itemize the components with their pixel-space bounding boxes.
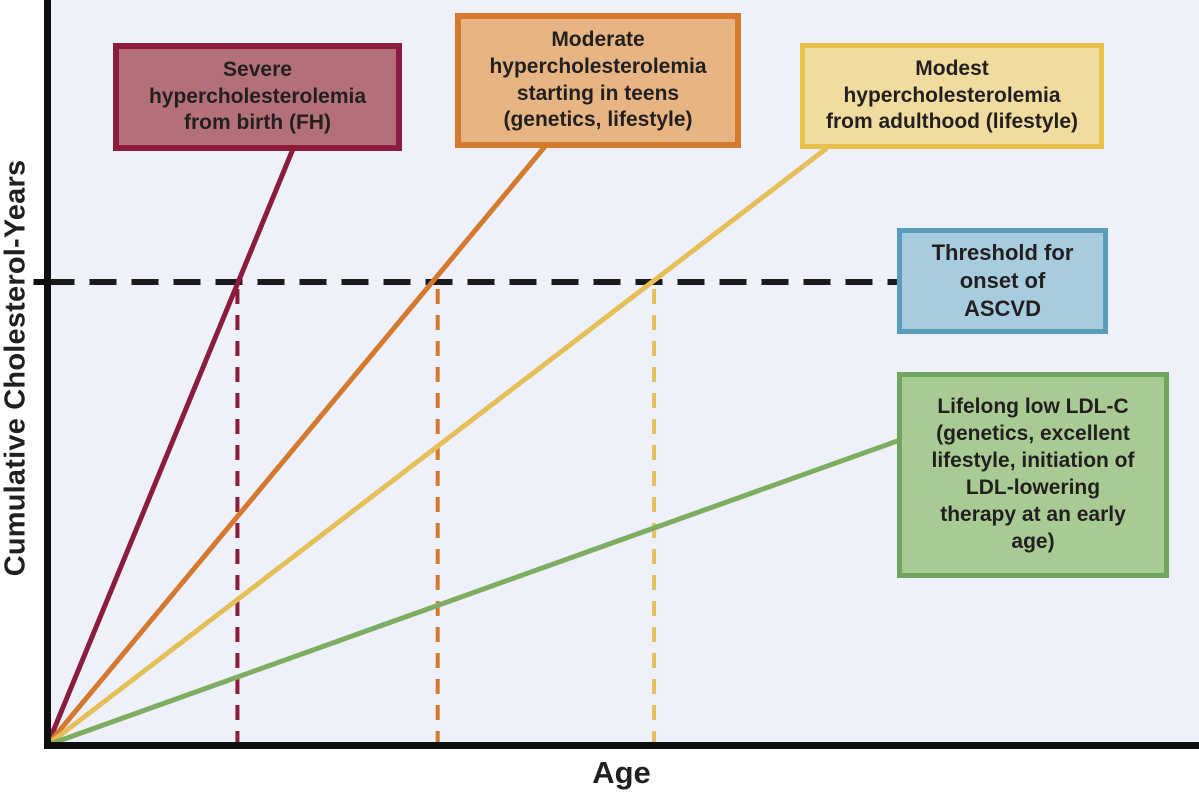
line-lifelong [46,437,901,748]
line-modest [45,146,829,747]
y-axis-title: Cumulative Cholesterol-Years [0,159,32,577]
callout-threshold-label: Threshold for onset of ASCVD [931,239,1074,322]
callout-moderate-hypercholesterolemia: Moderate hypercholesterolemia starting i… [455,13,741,148]
callout-severe-label: Severe hypercholesterolemia from birth (… [148,57,367,135]
callout-modest-hypercholesterolemia: Modest hypercholesterolemia from adultho… [800,43,1104,149]
callout-ascvd-threshold: Threshold for onset of ASCVD [897,228,1108,334]
callout-lifelong-low-ldl: Lifelong low LDL-C (genetics, excellent … [897,372,1169,578]
line-moderate [45,145,547,747]
x-axis-title: Age [592,755,651,790]
callout-severe-hypercholesterolemia: Severe hypercholesterolemia from birth (… [113,43,402,151]
callout-moderate-label: Moderate hypercholesterolemia starting i… [489,27,707,132]
y-axis-line [44,0,51,749]
callout-lifelong-label: Lifelong low LDL-C (genetics, excellent … [931,395,1135,553]
x-axis-line [44,742,1199,749]
callout-modest-label: Modest hypercholesterolemia from adultho… [826,56,1078,134]
line-severe [45,148,295,746]
